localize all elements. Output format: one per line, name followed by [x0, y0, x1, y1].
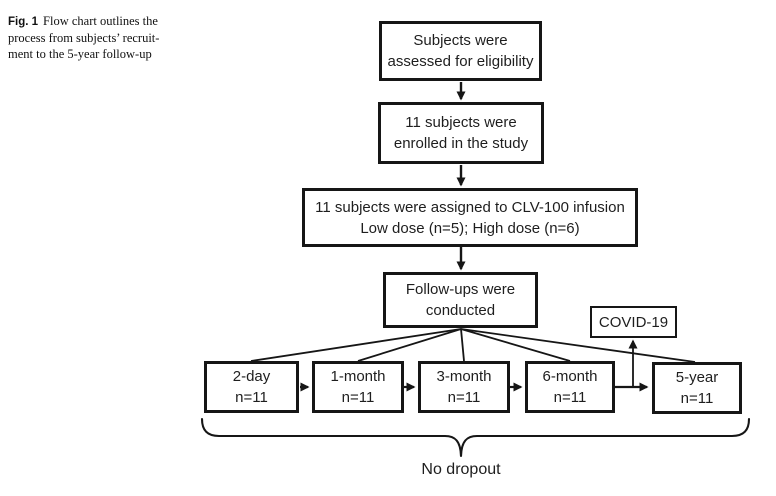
- node-followups: Follow-ups were conducted: [383, 272, 538, 328]
- node-eligibility-line1: Subjects were: [413, 32, 508, 49]
- figure-caption-text: Flow chart outlines the: [43, 14, 158, 28]
- figure-caption: Fig. 1 Flow chart outlines the process fr…: [8, 13, 159, 62]
- timepoint-n: n=11: [235, 389, 268, 406]
- node-eligibility: Subjects were assessed for eligibility: [379, 21, 542, 81]
- node-followups-line2: conducted: [425, 302, 496, 319]
- line-followups-to-3month: [460, 328, 465, 362]
- node-covid: COVID-19: [590, 306, 677, 338]
- timepoint-label: 3-month: [436, 368, 492, 385]
- figure-caption-label: Fig. 1: [8, 16, 39, 28]
- timepoint-n: n=11: [553, 389, 587, 406]
- timepoint-n: n=11: [680, 390, 714, 407]
- node-followups-line1: Follow-ups were: [405, 281, 516, 298]
- node-eligibility-line2: assessed for eligibility: [387, 53, 534, 70]
- timepoint-label: 1-month: [330, 368, 386, 385]
- no-dropout-label: No dropout: [421, 461, 501, 478]
- timepoint-label: 2-day: [232, 368, 271, 385]
- node-enrolled: 11 subjects were enrolled in the study: [378, 102, 544, 164]
- node-assigned: 11 subjects were assigned to CLV-100 inf…: [302, 188, 638, 247]
- timepoint-label: 5-year: [675, 369, 719, 386]
- figure-caption-line: ment to the 5-year follow-up: [8, 47, 152, 61]
- timepoint-n: n=11: [341, 389, 375, 406]
- node-assigned-line2: Low dose (n=5); High dose (n=6): [360, 219, 580, 237]
- node-timepoint-2day: 2-day n=11: [204, 361, 299, 413]
- node-enrolled-line1: 11 subjects were: [405, 114, 517, 131]
- node-timepoint-5year: 5-year n=11: [652, 362, 742, 414]
- timepoint-n: n=11: [447, 389, 481, 406]
- line-followups-to-1month: [357, 328, 462, 362]
- node-assigned-line1: 11 subjects were assigned to CLV-100 inf…: [315, 198, 625, 216]
- node-timepoint-1month: 1-month n=11: [312, 361, 404, 413]
- node-timepoint-6month: 6-month n=11: [525, 361, 615, 413]
- no-dropout-brace: [200, 417, 751, 458]
- node-covid-label: COVID-19: [598, 313, 669, 331]
- line-followups-to-2day: [250, 328, 462, 362]
- line-followups-to-6month: [460, 328, 571, 362]
- node-enrolled-line2: enrolled in the study: [393, 135, 529, 152]
- figure-caption-line: process from subjects’ recruit-: [8, 31, 160, 45]
- timepoint-label: 6-month: [542, 368, 598, 385]
- node-timepoint-3month: 3-month n=11: [418, 361, 510, 413]
- figure-caption-line: Fig. 1 Flow chart outlines the: [8, 13, 159, 30]
